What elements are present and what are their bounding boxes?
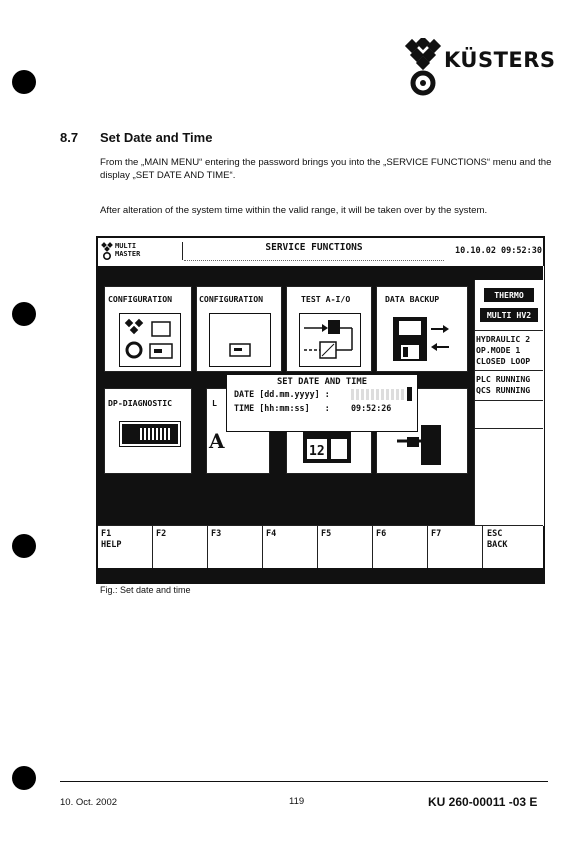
plc-qcs-status: PLC RUNNING QCS RUNNING xyxy=(476,374,531,395)
hydraulic-status: HYDRAULIC 2 OP.MODE 1 CLOSED LOOP xyxy=(476,334,531,366)
figure-caption: Fig.: Set date and time xyxy=(100,585,191,595)
binder-hole xyxy=(12,766,36,790)
f1-help-button[interactable]: F1 HELP xyxy=(98,526,153,568)
multimaster-logo-icon xyxy=(101,242,113,261)
f5-button[interactable]: F5 xyxy=(318,526,373,568)
thermo-badge: THERMO xyxy=(484,288,534,302)
binder-hole xyxy=(12,534,36,558)
screen-bottom-bar xyxy=(98,568,543,582)
tile-configuration-2[interactable]: CONFIGURATION xyxy=(196,286,282,372)
screen-title: SERVICE FUNCTIONS xyxy=(184,242,444,261)
brand-name: KÜSTERS xyxy=(444,48,556,72)
f3-button[interactable]: F3 xyxy=(208,526,263,568)
dialog-title: SET DATE AND TIME xyxy=(274,377,370,387)
tile-test-aio[interactable]: TEST A-I/O xyxy=(286,286,372,372)
tile-dp-diagnostic[interactable]: DP-DIAGNOSTIC xyxy=(104,388,192,474)
footer-rule xyxy=(60,781,548,782)
tile-configuration-1[interactable]: CONFIGURATION xyxy=(104,286,192,372)
f6-button[interactable]: F6 xyxy=(373,526,428,568)
binder-hole xyxy=(12,70,36,94)
section-number: 8.7 xyxy=(60,130,79,145)
footer-date: 10. Oct. 2002 xyxy=(60,797,118,808)
date-label: DATE [dd.mm.yyyy] : xyxy=(234,389,330,399)
paragraph-intro: From the „MAIN MENU“ entering the passwo… xyxy=(100,157,552,181)
text-cursor xyxy=(407,387,412,401)
esc-back-button[interactable]: ESC BACK xyxy=(487,529,508,550)
card-reader-icon xyxy=(209,313,271,367)
set-date-time-dialog: SET DATE AND TIME DATE [dd.mm.yyyy] : TI… xyxy=(226,374,418,432)
binder-hole xyxy=(12,302,36,326)
section-title: Set Date and Time xyxy=(100,130,213,145)
configuration-icon xyxy=(119,313,181,367)
time-label: TIME [hh:mm:ss] : xyxy=(234,403,330,413)
floppy-disk-icon xyxy=(391,313,451,365)
screen-header: MULTI MASTER SERVICE FUNCTIONS 10.10.02 … xyxy=(98,238,543,267)
multimaster-label: MULTI MASTER xyxy=(115,242,141,258)
hmi-screen: MULTI MASTER SERVICE FUNCTIONS 10.10.02 … xyxy=(96,236,545,584)
kuesters-logo-icon xyxy=(404,35,442,96)
time-input[interactable]: 09:52:26 xyxy=(351,403,392,413)
document-id: KU 260-00011 -03 E xyxy=(428,795,538,809)
calendar-icon: 12 xyxy=(301,429,353,465)
date-input[interactable] xyxy=(351,389,405,400)
signal-converter-icon xyxy=(299,313,361,367)
svg-text:12: 12 xyxy=(309,444,325,459)
f7-button[interactable]: F7 xyxy=(428,526,483,568)
screen-datetime: 10.10.02 09:52:30 xyxy=(446,246,542,264)
bus-module-icon xyxy=(119,421,181,447)
page-number: 119 xyxy=(289,796,305,807)
f4-button[interactable]: F4 xyxy=(263,526,318,568)
f2-button[interactable]: F2 xyxy=(153,526,208,568)
paragraph-note: After alteration of the system time with… xyxy=(100,205,488,216)
multi-hv2-badge: MULTI HV2 xyxy=(480,308,538,322)
letter-a-icon: A xyxy=(209,429,225,453)
tile-data-backup[interactable]: DATA BACKUP xyxy=(376,286,468,372)
